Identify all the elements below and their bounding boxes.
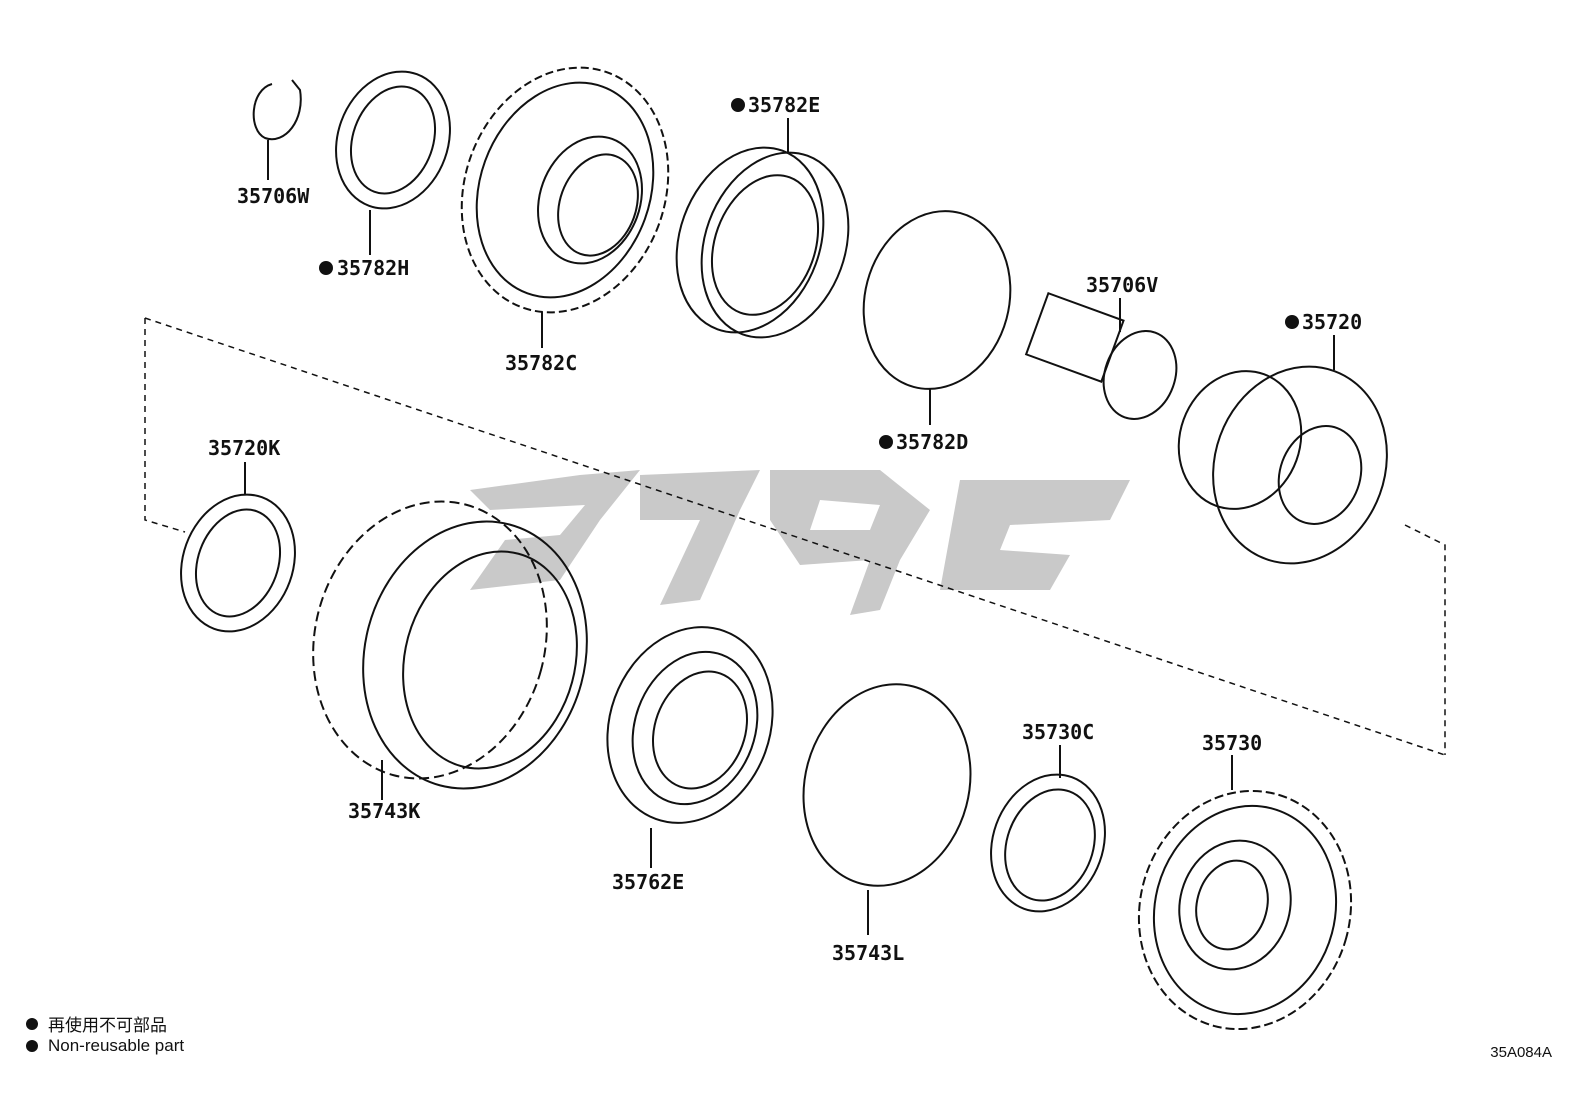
legend-english-text: Non-reusable part xyxy=(48,1036,185,1055)
label-35743l: 35743L xyxy=(832,941,904,965)
pinion-shaft-35706v xyxy=(1024,291,1178,420)
label-35706v: 35706V xyxy=(1086,273,1158,297)
assembly-boundary-dashed-right xyxy=(1404,524,1446,755)
thrust-washer-35720k xyxy=(180,462,296,633)
thrust-washer-35782h xyxy=(335,70,451,255)
label-35782e: 35782E xyxy=(748,93,820,117)
non-reusable-dot-icon xyxy=(26,1040,38,1052)
non-reusable-marker xyxy=(319,261,333,275)
label-35782h: 35782H xyxy=(337,256,409,280)
non-reusable-dot-icon xyxy=(26,1017,38,1030)
label-35730: 35730 xyxy=(1202,731,1262,755)
thrust-washer-35762e xyxy=(606,626,774,868)
legend-japanese-text: 再使用不可部品 xyxy=(48,1016,167,1035)
differential-ring-gear-35782c xyxy=(460,66,670,348)
legend-english: Non-reusable part xyxy=(26,1036,184,1056)
label-35762e: 35762E xyxy=(612,870,684,894)
snap-ring-35706w xyxy=(252,79,302,180)
non-reusable-marker xyxy=(731,98,745,112)
differential-case-35720 xyxy=(1177,335,1388,565)
label-35720: 35720 xyxy=(1302,310,1362,334)
legend-japanese: 再使用不可部品 xyxy=(26,1011,167,1036)
diagram-code: 35A084A xyxy=(1490,1044,1552,1061)
snap-ring-35782d xyxy=(862,210,1012,425)
sprocket-gear-35730 xyxy=(1137,755,1353,1031)
label-35720k: 35720K xyxy=(208,436,280,460)
thrust-washer-35730c xyxy=(990,745,1106,913)
non-reusable-marker xyxy=(1285,315,1299,329)
assembly-boundary-dashed xyxy=(144,318,186,533)
non-reusable-marker xyxy=(879,435,893,449)
label-35730c: 35730C xyxy=(1022,720,1094,744)
clutch-gear-35743k xyxy=(312,500,588,800)
assembly-boundary-dashed-top xyxy=(144,317,1446,756)
label-35782d: 35782D xyxy=(896,430,968,454)
label-35782c: 35782C xyxy=(505,351,577,375)
snap-ring-35743l xyxy=(802,683,972,935)
watermark-logo xyxy=(470,470,1130,615)
label-35743k: 35743K xyxy=(348,799,420,823)
bearing-35782e xyxy=(675,118,850,339)
label-35706w: 35706W xyxy=(237,184,310,208)
part-labels: 35706W 35782H 35782C 35782E 35782D 35706… xyxy=(208,93,1362,965)
